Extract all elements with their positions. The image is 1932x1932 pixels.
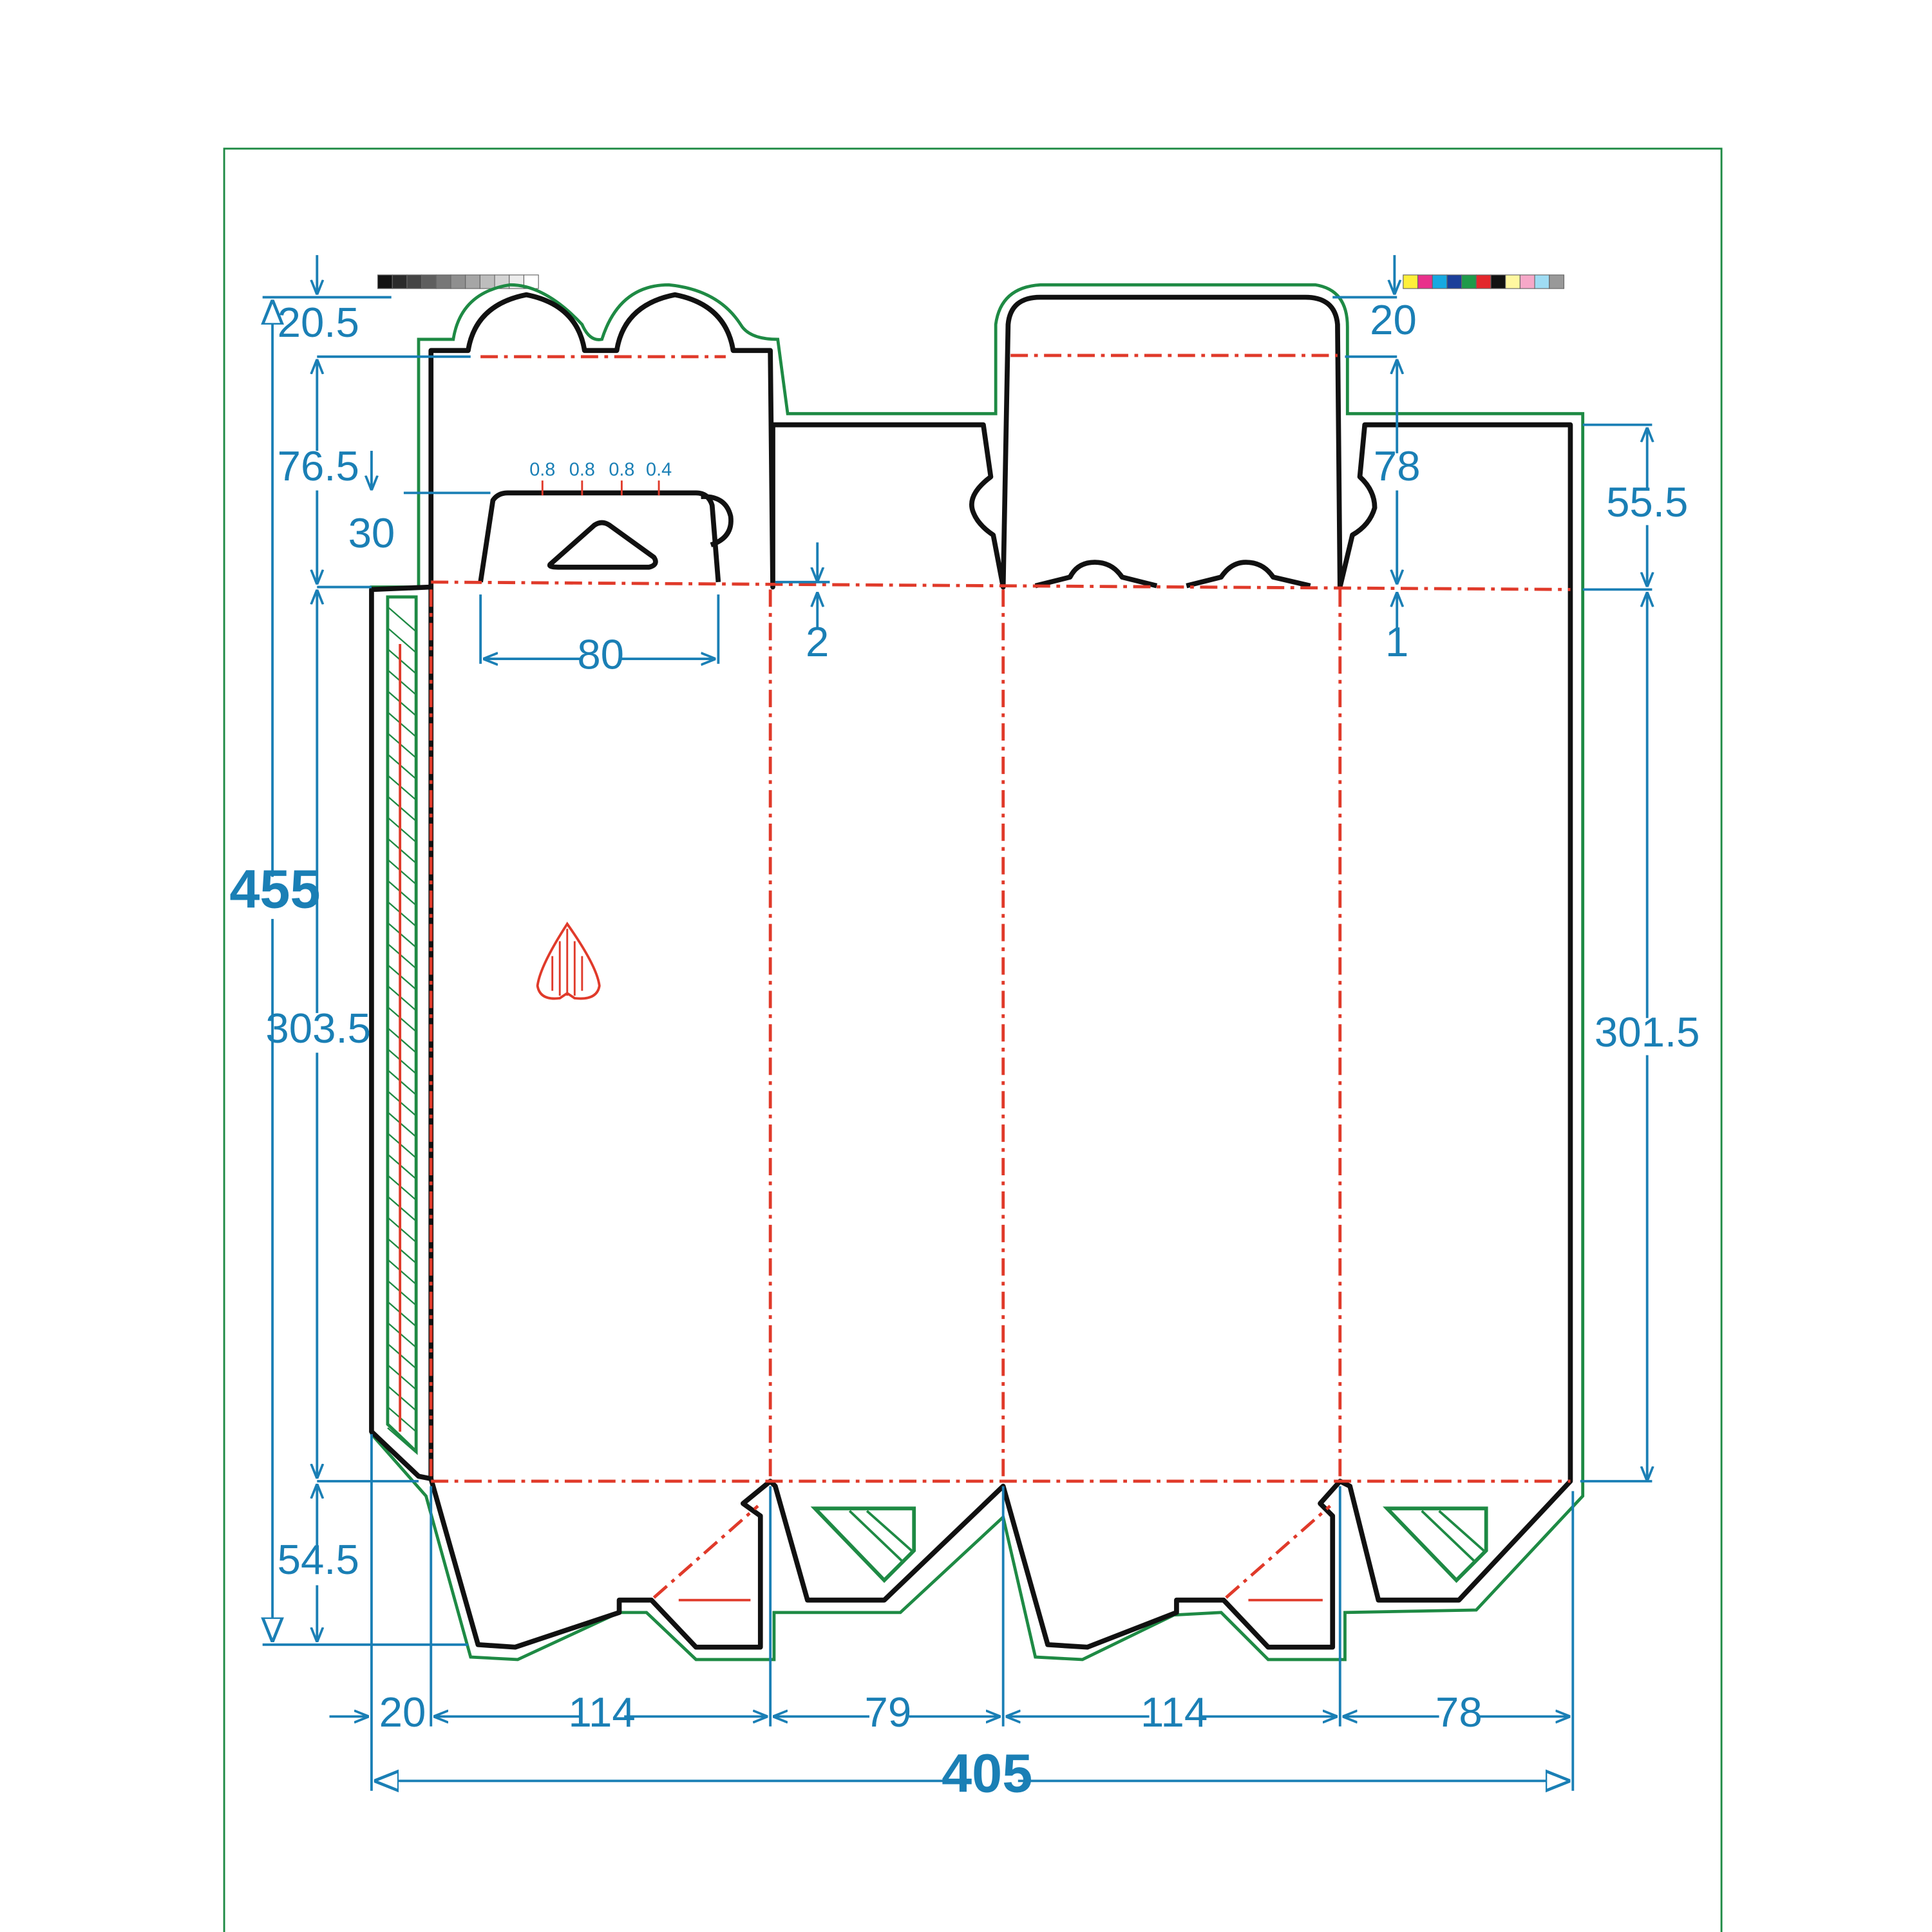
panel-2-label: 79 (864, 1689, 911, 1736)
hatch-line (387, 1364, 417, 1390)
hanger-mark-label: 0.8 (529, 459, 555, 480)
grain-arrow-icon (536, 922, 601, 1000)
hatch-line (387, 1301, 417, 1327)
hatch-line (387, 648, 417, 675)
hatch-line (387, 1427, 417, 1454)
hatch-line (387, 1006, 417, 1032)
hanger-mark-label: 0.8 (609, 459, 634, 480)
hatch-line (387, 1027, 417, 1054)
color-swatch (1475, 274, 1492, 289)
hanger-label: 30 (348, 509, 395, 556)
hatch-line (387, 753, 417, 780)
hatch-line (387, 1280, 417, 1306)
glue-flap-hatching (387, 606, 417, 1454)
vent-windows (810, 1506, 1488, 1583)
color-swatch (1446, 274, 1463, 289)
hatch-line (387, 964, 417, 990)
hatch-line (387, 1090, 417, 1117)
color-swatch (377, 274, 393, 289)
color-swatch (1490, 274, 1506, 289)
color-swatch (1549, 274, 1565, 289)
hatch-line (387, 732, 417, 759)
total-width-label: 405 (942, 1743, 1032, 1804)
color-swatch (406, 274, 422, 289)
hatch-line (387, 690, 417, 717)
color-swatch (1432, 274, 1448, 289)
color-swatch (1534, 274, 1550, 289)
hanger-mark-label: 0.8 (569, 459, 595, 480)
top-flap-left-label: 20.5 (278, 299, 359, 346)
bottom-label: 54.5 (278, 1536, 359, 1583)
hatch-line (387, 1321, 417, 1349)
hatch-line (387, 1385, 417, 1412)
color-swatch (1417, 274, 1433, 289)
hatch-line (387, 1112, 417, 1138)
hanger-marks: 0.8 0.8 0.8 0.4 (529, 459, 672, 496)
hatch-line (387, 1258, 417, 1285)
hatch-line (387, 817, 417, 843)
panel-4-label: 78 (1435, 1689, 1482, 1736)
crease-lines (429, 354, 1571, 1602)
color-swatch (392, 274, 408, 289)
sheet-border (223, 147, 1723, 1932)
hatch-line (387, 922, 417, 949)
hatch-line (387, 627, 417, 654)
tuck-flap-label: 76.5 (278, 442, 359, 489)
panel-1-label: 114 (568, 1689, 635, 1736)
hatch-line (387, 1048, 417, 1075)
color-swatch (1403, 274, 1419, 289)
panel-3-label: 114 (1141, 1689, 1208, 1736)
hatch-line (387, 1175, 417, 1201)
offset-left-label: 2 (806, 618, 829, 665)
hatch-line (387, 1343, 417, 1369)
hang-hole-width-label: 80 (577, 630, 624, 677)
hatch-line (387, 901, 417, 927)
hatch-line (387, 943, 417, 969)
hatch-line (387, 711, 417, 738)
hatch-line (387, 1132, 417, 1159)
body-left-label: 303.5 (265, 1005, 371, 1052)
hanger-mark-label: 0.4 (646, 459, 672, 480)
hatch-line (387, 1195, 417, 1222)
color-swatch (450, 274, 466, 289)
color-swatch (465, 274, 480, 289)
label-masks (245, 451, 1682, 1801)
hatch-line (387, 1238, 417, 1264)
color-calibration-bar (1403, 274, 1565, 289)
color-swatch (421, 274, 437, 289)
gray-scale-bar (377, 274, 539, 289)
hatch-line (387, 880, 417, 906)
color-swatch (435, 274, 451, 289)
total-height-label: 455 (229, 858, 320, 920)
hatch-line (387, 838, 417, 864)
hatch-line (387, 1069, 417, 1095)
bleed-outline (370, 283, 1585, 1662)
hatch-line (387, 1406, 417, 1432)
color-swatch (1519, 274, 1535, 289)
color-swatch (1461, 274, 1477, 289)
cut-outline (369, 292, 1573, 1650)
glue-flap-label: 20 (379, 1689, 426, 1736)
hatch-line (387, 1153, 417, 1180)
hatch-line (387, 606, 417, 632)
dust-flap-left-label: 78 (1374, 442, 1421, 489)
hatch-line (387, 774, 417, 801)
hatch-line (387, 669, 417, 696)
dimension-labels: 455 20.5 76.5 30 303.5 54.5 80 2 20 78 1… (229, 296, 1700, 1803)
dust-flap-right-label: 55.5 (1606, 478, 1688, 526)
color-swatch (1505, 274, 1520, 289)
hatch-line (387, 795, 417, 822)
color-swatch (479, 274, 495, 289)
body-right-label: 301.5 (1595, 1009, 1700, 1056)
hatch-line (387, 1217, 417, 1243)
top-flap-right-label: 20 (1370, 296, 1417, 343)
offset-right-label: 1 (1385, 618, 1408, 665)
hatch-line (387, 985, 417, 1012)
hatch-line (387, 858, 417, 885)
